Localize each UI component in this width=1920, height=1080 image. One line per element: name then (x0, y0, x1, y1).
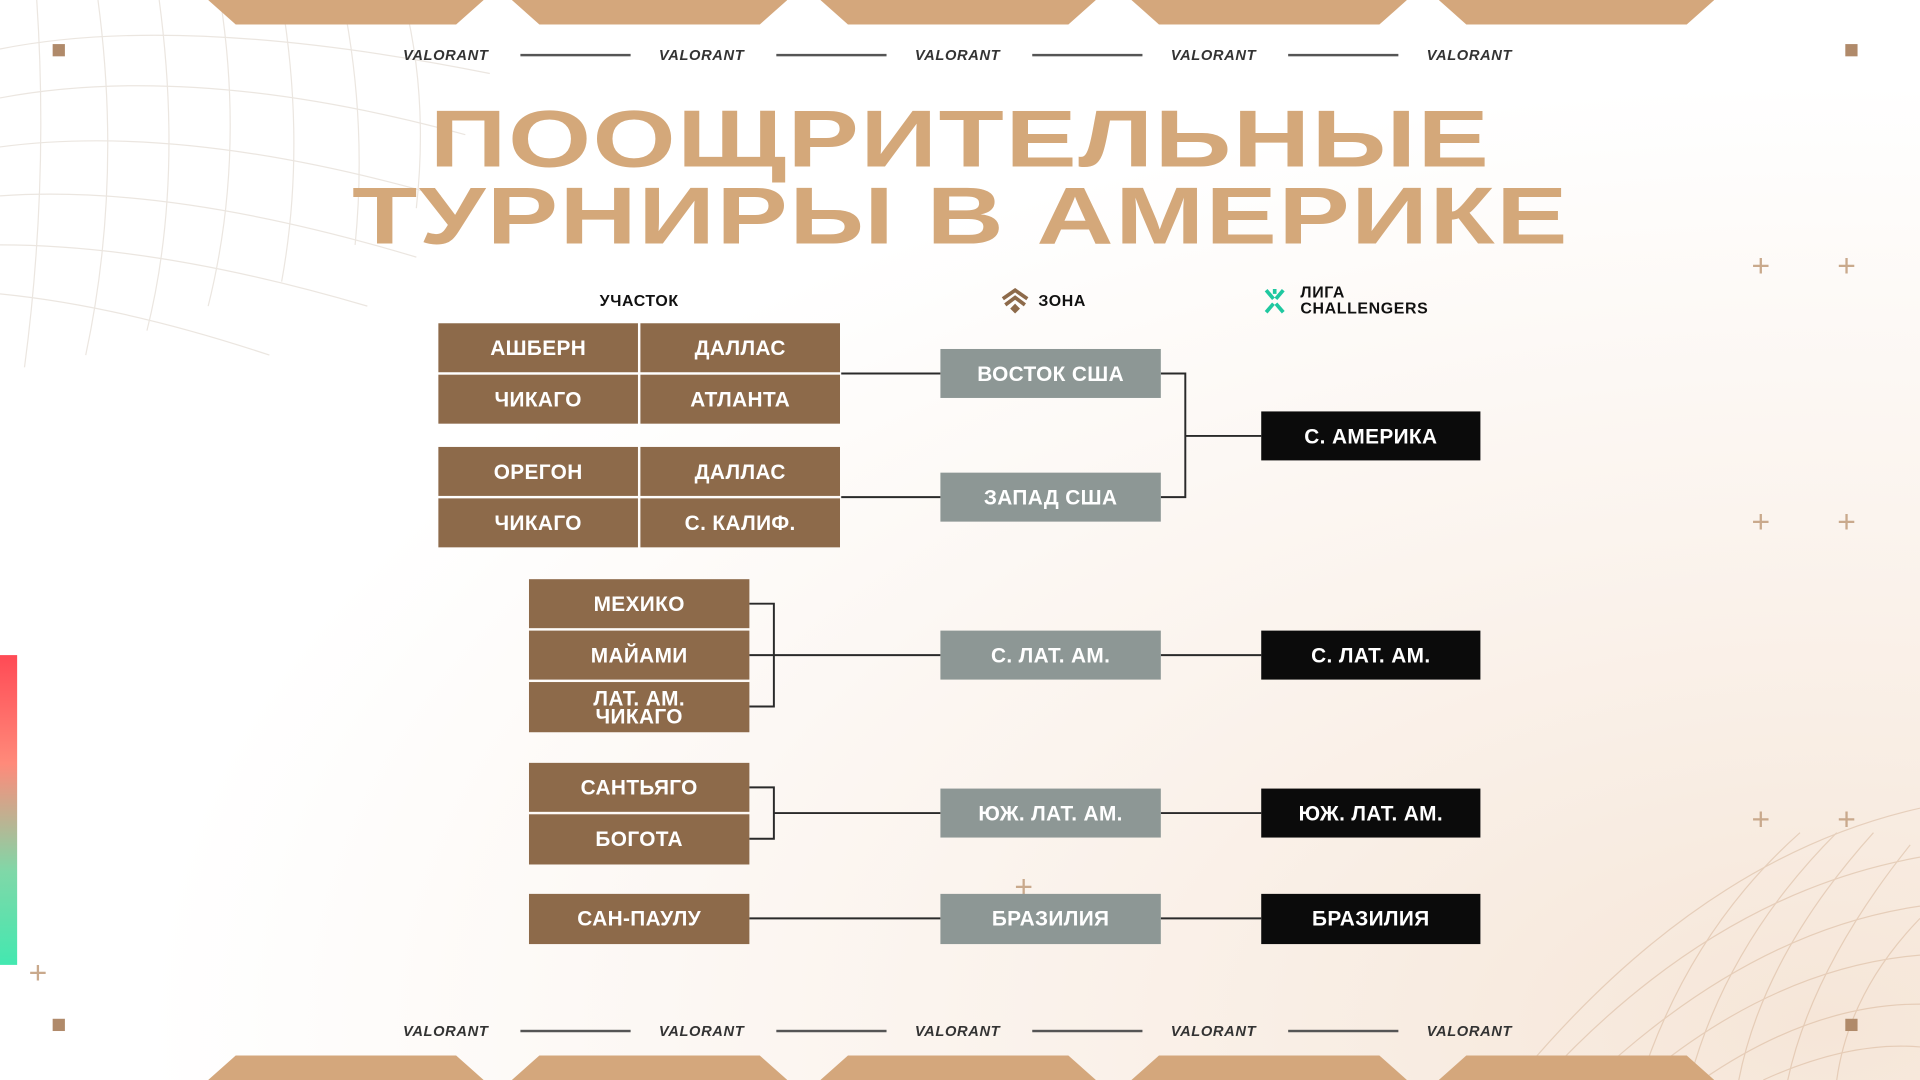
valorant-logo: VALORANT (658, 46, 745, 64)
banner-stripe (1131, 1055, 1407, 1080)
league-header-line1: ЛИГА (1300, 282, 1345, 302)
plus-decoration: + (1837, 800, 1856, 838)
zone-icon (1001, 287, 1029, 314)
valorant-logo: VALORANT (402, 1022, 489, 1040)
banner-stripe (511, 1055, 788, 1080)
corner-square (52, 1018, 65, 1032)
league-box: С. ЛАТ. АМ. (1261, 630, 1481, 680)
divider (1288, 53, 1399, 57)
plus-decoration: + (28, 953, 48, 991)
participant-box: ОРЕГОН (438, 446, 638, 496)
plus-decoration: + (1837, 503, 1856, 541)
participant-box: САНТЬЯГО (528, 762, 750, 812)
divider (1032, 53, 1143, 57)
banner-stripe (820, 1055, 1096, 1080)
zone-box: С. ЛАТ. АМ. (940, 630, 1161, 680)
divider (1032, 1029, 1143, 1033)
plus-decoration: + (1751, 247, 1771, 285)
divider (520, 53, 631, 57)
zone-header: ЗОНА (1038, 291, 1086, 310)
zone-box: БРАЗИЛИЯ (940, 893, 1161, 945)
challengers-league-icon (1264, 288, 1285, 314)
banner-stripe (208, 0, 484, 25)
valorant-logo: VALORANT (1170, 46, 1257, 64)
league-box: БРАЗИЛИЯ (1261, 893, 1481, 945)
valorant-logo: VALORANT (1426, 1022, 1513, 1040)
valorant-logo: VALORANT (914, 1022, 1001, 1040)
corner-square (52, 44, 65, 57)
mesh-decoration (1518, 807, 1920, 1080)
connector (841, 372, 1262, 499)
divider (776, 1029, 887, 1033)
participant-box: ЧИКАГО (438, 498, 638, 548)
league-header: ЛИГА CHALLENGERS (1300, 284, 1428, 316)
mesh-decoration (0, 0, 490, 368)
participant-header: УЧАСТОК (599, 291, 679, 310)
league-header-line2: CHALLENGERS (1300, 298, 1429, 318)
plus-decoration: + (1751, 800, 1771, 838)
participant-box: ДАЛЛАС (640, 446, 841, 496)
zone-box: ЮЖ. ЛАТ. АМ. (940, 788, 1161, 838)
participant-box: С. КАЛИФ. (640, 498, 841, 548)
valorant-logo: VALORANT (914, 46, 1001, 64)
zone-box: ЗАПАД США (940, 472, 1161, 522)
page-title-line2: ТУРНИРЫ В АМЕРИКЕ (351, 170, 1569, 261)
zone-box: ВОСТОК США (940, 348, 1161, 398)
banner-stripe (1438, 0, 1715, 25)
participant-box: АШБЕРН (438, 323, 638, 373)
connector (749, 786, 1262, 840)
participant-box: АТЛАНТА (640, 374, 841, 424)
valorant-logo: VALORANT (658, 1022, 745, 1040)
banner-stripe (208, 1055, 484, 1080)
corner-square (1845, 1018, 1858, 1032)
plus-decoration: + (1751, 503, 1771, 541)
plus-decoration: + (1837, 247, 1856, 285)
league-box: ЮЖ. ЛАТ. АМ. (1261, 788, 1481, 838)
banner-stripe (511, 0, 788, 25)
participant-box: МЕХИКО (528, 579, 750, 629)
participant-box: САН-ПАУЛУ (528, 893, 750, 945)
banner-stripe (1131, 0, 1407, 25)
banner-stripe (1438, 1055, 1715, 1080)
participant-box: ЛАТ. АМ. ЧИКАГО (528, 682, 750, 733)
banner-stripe (820, 0, 1096, 25)
gradient-accent-bar (0, 655, 18, 965)
participant-box: БОГОТА (528, 814, 750, 865)
league-box: С. АМЕРИКА (1261, 411, 1481, 461)
valorant-logo: VALORANT (1170, 1022, 1257, 1040)
connector (749, 602, 1262, 708)
page-title-line1: ПООЩРИТЕЛЬНЫЕ (429, 93, 1491, 184)
valorant-logo: VALORANT (402, 46, 489, 64)
divider (776, 53, 887, 57)
divider (1288, 1029, 1399, 1033)
participant-box: МАЙАМИ (528, 630, 750, 680)
corner-square (1845, 44, 1858, 57)
valorant-logo: VALORANT (1426, 46, 1513, 64)
divider (520, 1029, 631, 1033)
participant-box: ДАЛЛАС (640, 323, 841, 373)
participant-box: ЧИКАГО (438, 374, 638, 424)
